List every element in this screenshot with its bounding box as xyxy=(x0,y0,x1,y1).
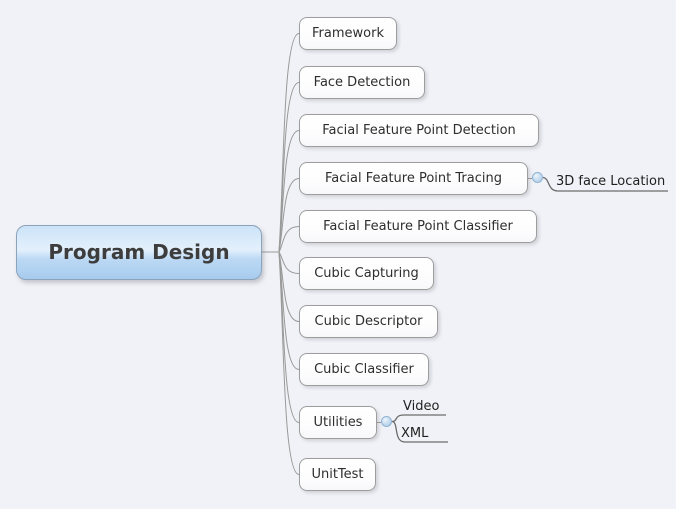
topic-facial-feature-point-detection[interactable]: Facial Feature Point Detection xyxy=(299,114,539,147)
topic-cubic-capturing[interactable]: Cubic Capturing xyxy=(299,257,434,290)
topic-label: Cubic Descriptor xyxy=(314,314,423,329)
topic-label: Framework xyxy=(312,26,384,41)
root-topic-program-design[interactable]: Program Design xyxy=(16,225,262,280)
topic-label: UnitTest xyxy=(311,467,364,482)
topic-label: XML xyxy=(401,426,429,441)
topic-label: Video xyxy=(403,399,440,414)
collapse-toggle-icon[interactable] xyxy=(532,172,543,183)
topic-3d-face-location[interactable]: 3D face Location xyxy=(556,174,665,189)
topic-cubic-descriptor[interactable]: Cubic Descriptor xyxy=(299,305,438,338)
topic-cubic-classifier[interactable]: Cubic Classifier xyxy=(299,353,429,386)
topic-label: Facial Feature Point Classifier xyxy=(323,219,513,234)
topic-video[interactable]: Video xyxy=(403,399,439,414)
topic-label: Face Detection xyxy=(313,75,411,90)
topic-facial-feature-point-classifier[interactable]: Facial Feature Point Classifier xyxy=(299,210,537,243)
topic-utilities[interactable]: Utilities xyxy=(299,406,377,439)
root-topic-label: Program Design xyxy=(48,240,230,264)
topic-label: Cubic Classifier xyxy=(314,362,414,377)
topic-unittest[interactable]: UnitTest xyxy=(299,458,376,491)
collapse-toggle-icon[interactable] xyxy=(381,416,392,427)
topic-label: 3D face Location xyxy=(556,174,666,189)
topic-label: Facial Feature Point Detection xyxy=(322,123,516,138)
topic-label: Cubic Capturing xyxy=(314,266,419,281)
topic-face-detection[interactable]: Face Detection xyxy=(299,66,425,99)
topic-facial-feature-point-tracing[interactable]: Facial Feature Point Tracing xyxy=(299,162,528,195)
topic-xml[interactable]: XML xyxy=(401,426,428,441)
topic-label: Facial Feature Point Tracing xyxy=(325,171,502,186)
topic-label: Utilities xyxy=(313,415,363,430)
topic-framework[interactable]: Framework xyxy=(299,17,397,50)
